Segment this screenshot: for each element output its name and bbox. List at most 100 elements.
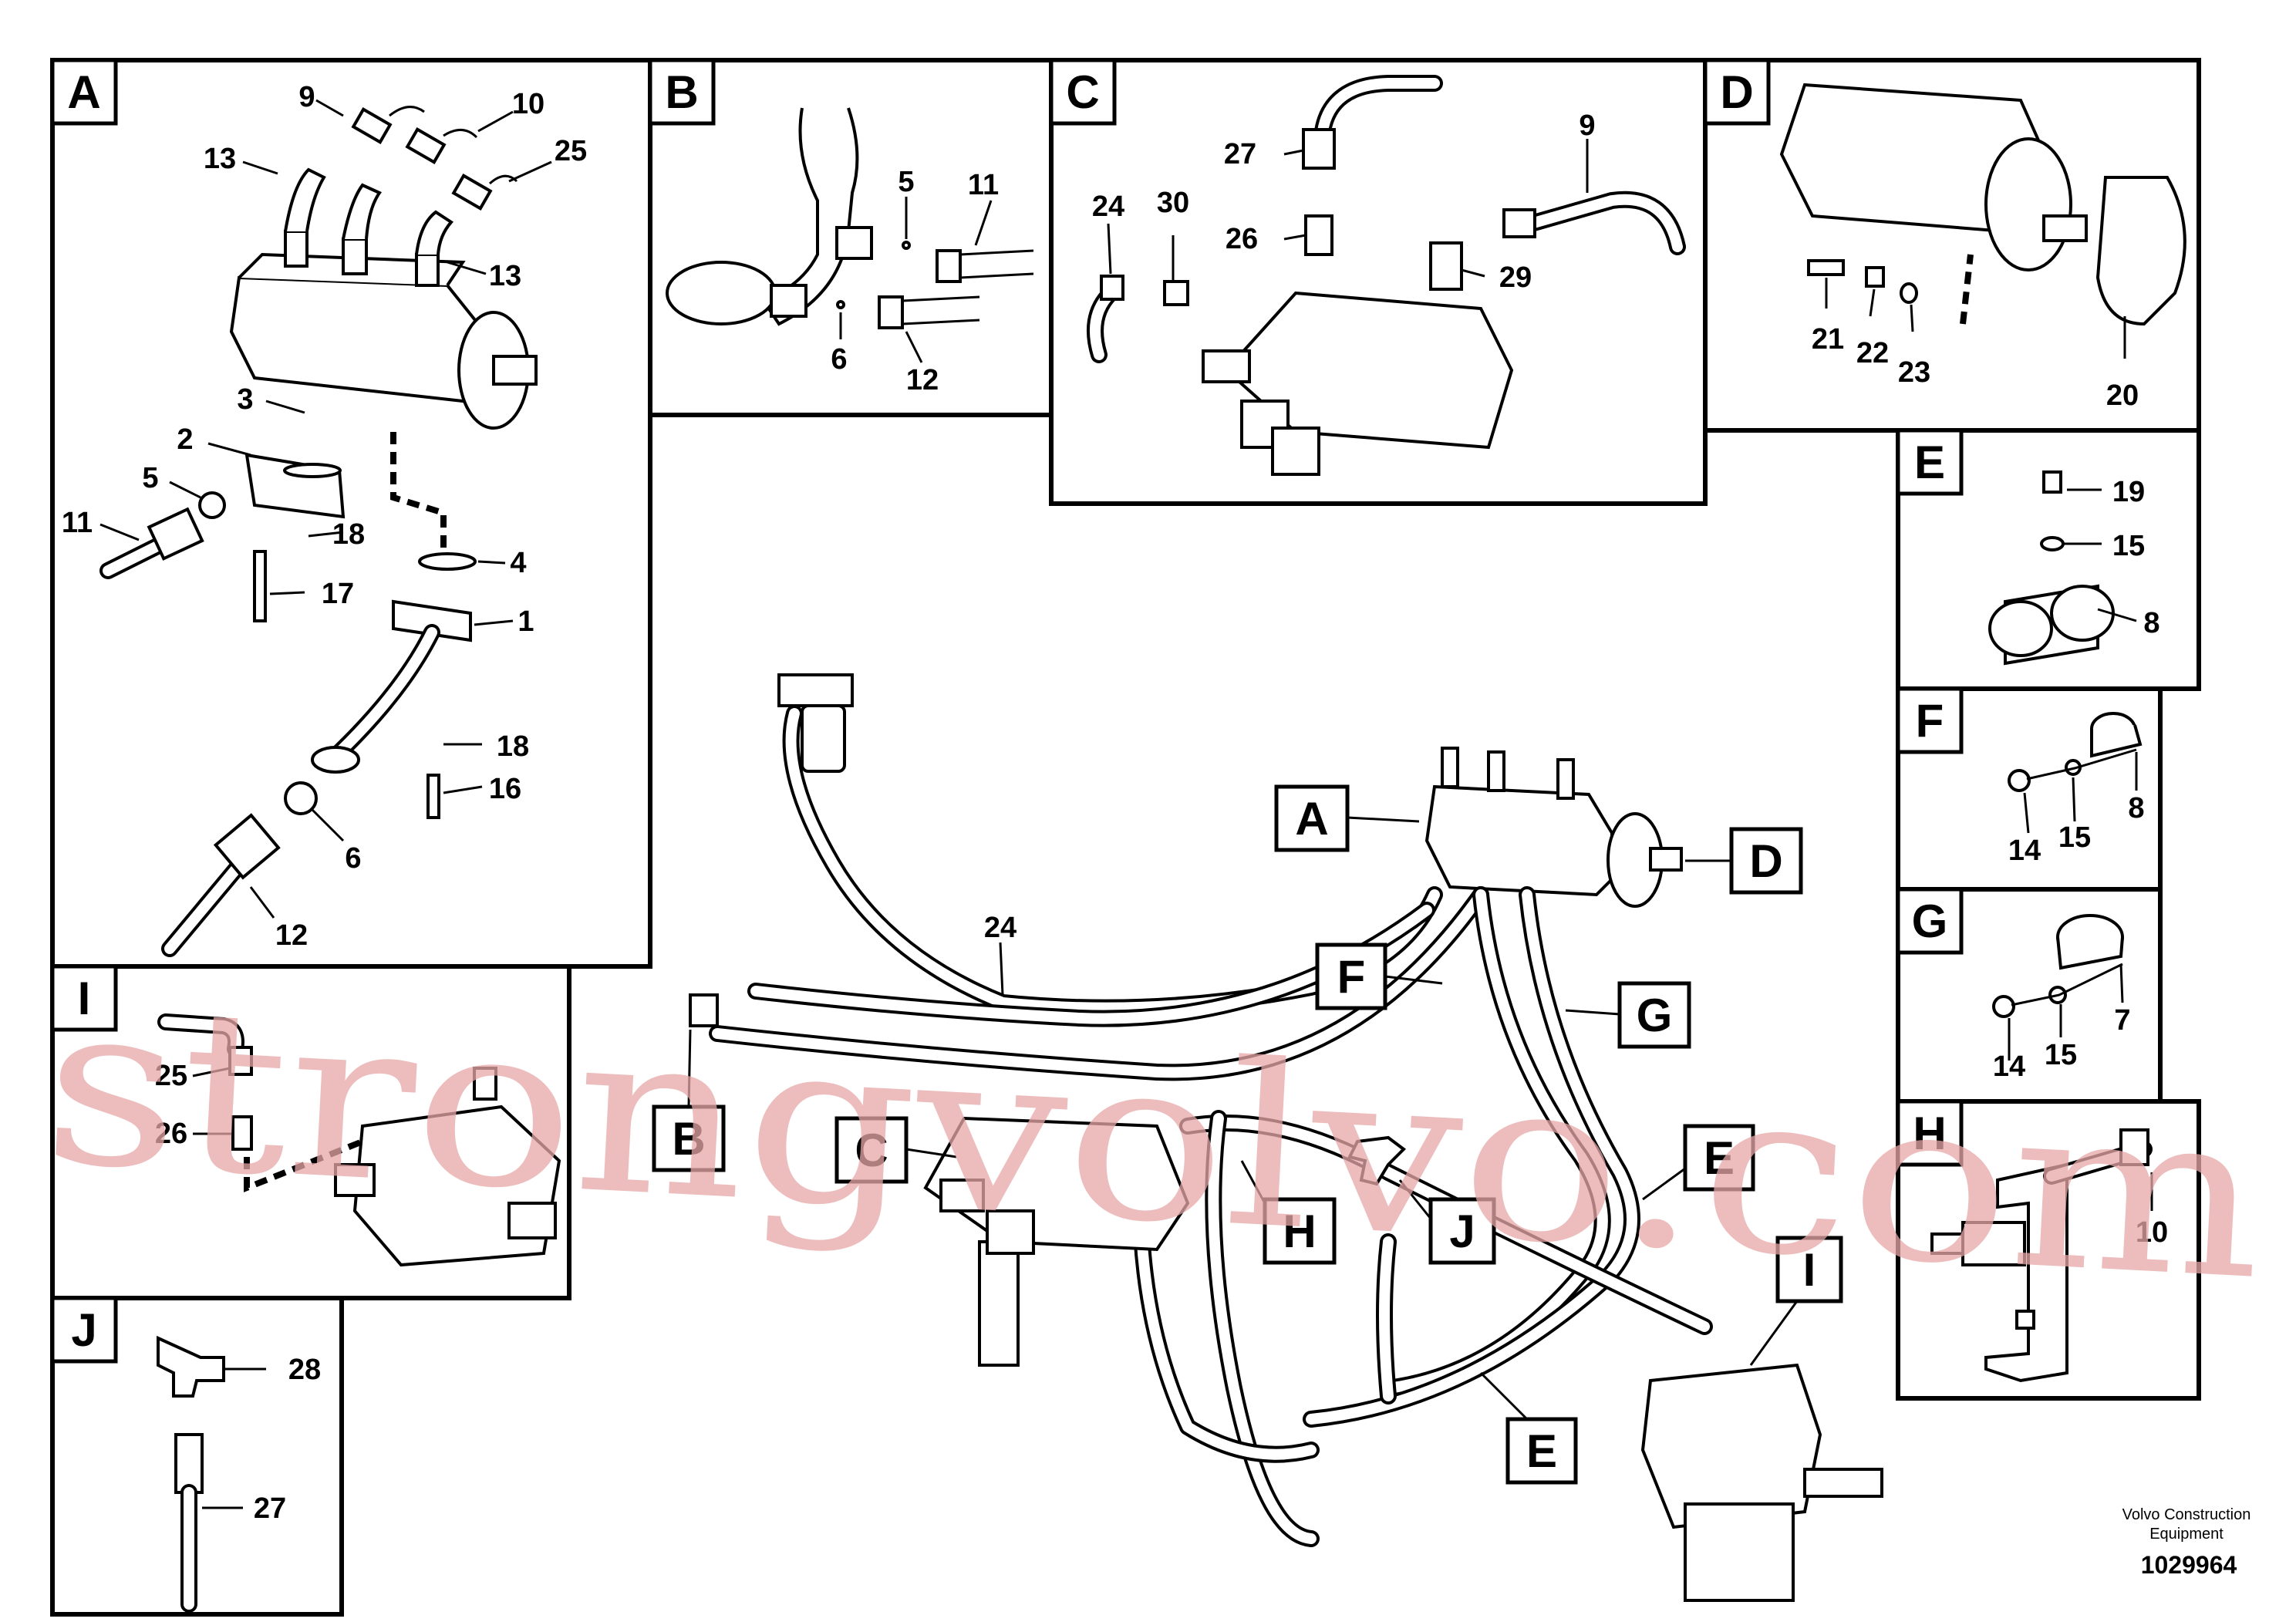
- callout-a-17: 17: [322, 578, 354, 610]
- callout-b-11: 11: [968, 169, 999, 201]
- svg-text:A: A: [67, 66, 100, 118]
- panel-i-tag: I: [50, 964, 118, 1032]
- elbow-pipe: [760, 107, 859, 326]
- bolt-21: [1807, 259, 1845, 276]
- washer-15-e: [2040, 536, 2065, 551]
- svg-text:E: E: [1704, 1132, 1735, 1184]
- panel-i-drawing: [157, 1013, 561, 1267]
- svg-text:F: F: [1916, 695, 1944, 747]
- bolt-19: [2042, 470, 2062, 494]
- main-callout-24: 24: [984, 912, 1017, 996]
- svg-text:C: C: [1066, 66, 1099, 118]
- callout-d-22: 22: [1856, 337, 1889, 369]
- callout-j-27: 27: [254, 1492, 286, 1525]
- svg-text:E: E: [1914, 437, 1945, 488]
- callout-b-6: 6: [831, 343, 847, 376]
- callout-c-24: 24: [1092, 191, 1124, 223]
- svg-text:B: B: [665, 66, 698, 118]
- svg-text:G: G: [1912, 895, 1948, 947]
- panel-f-tag: F: [1896, 686, 1964, 754]
- pilot-bracket-main: [1684, 1502, 1795, 1602]
- panel-b-drawing: [666, 107, 1034, 363]
- callout-a-1: 1: [518, 605, 534, 638]
- callout-i-25: 25: [155, 1060, 187, 1092]
- elbow-fitting-13: [284, 230, 308, 268]
- callout-c-27: 27: [1224, 138, 1256, 170]
- connector-b-main: [689, 993, 719, 1027]
- hose-end-12: [213, 813, 281, 880]
- svg-text:J: J: [71, 1304, 96, 1356]
- panel-g-tag: G: [1896, 887, 1964, 955]
- panel-a-tag: A: [50, 58, 118, 126]
- svg-text:A: A: [1295, 793, 1328, 845]
- main-pump: [1424, 784, 1613, 897]
- washer-22: [1865, 266, 1885, 288]
- adapter-lower: [770, 284, 807, 318]
- callout-g-14: 14: [1993, 1050, 2025, 1083]
- hose-end-9: [351, 107, 393, 144]
- footer-block: Volvo Construction Equipment 1029964: [2122, 1506, 2251, 1579]
- panel-c-tag: C: [1049, 58, 1117, 126]
- callout-a-13b: 13: [489, 260, 521, 292]
- elbow-fitting-mid: [342, 238, 368, 275]
- svg-text:24: 24: [984, 912, 1017, 944]
- bolt-14-g: [1992, 995, 2015, 1018]
- hydraulic-pump: [229, 275, 496, 403]
- callout-c-30: 30: [1157, 187, 1189, 219]
- hose-end-11: [147, 507, 204, 561]
- callout-c-29: 29: [1499, 261, 1532, 294]
- o-ring-4: [418, 552, 477, 571]
- manufacturer-line-1: Volvo Construction: [2122, 1506, 2251, 1523]
- callout-a-18: 18: [332, 518, 365, 551]
- main-label-g: G: [1565, 981, 1691, 1049]
- main-label-c: C: [834, 1116, 957, 1184]
- callout-a-18b: 18: [497, 730, 529, 763]
- main-label-d: D: [1685, 827, 1803, 895]
- callout-f-14: 14: [2008, 835, 2041, 867]
- callout-d-23: 23: [1898, 356, 1930, 389]
- adapter-upper: [835, 226, 873, 260]
- gasket-20: [2095, 176, 2186, 326]
- svg-text:E: E: [1526, 1425, 1557, 1477]
- callout-a-12: 12: [275, 919, 308, 952]
- adapter-26: [1304, 214, 1333, 256]
- panel-j-drawing: [157, 1335, 266, 1613]
- callout-c-26: 26: [1226, 223, 1258, 255]
- panel-h-frame: [1896, 1099, 2201, 1401]
- main-label-b: B: [652, 1029, 726, 1172]
- callout-a-16: 16: [489, 773, 521, 805]
- hose-end-9-c: [1502, 208, 1536, 238]
- pump-shaft: [492, 355, 538, 386]
- hose-end-27-j: [174, 1433, 204, 1494]
- callout-g-15: 15: [2045, 1039, 2077, 1071]
- elbow-29: [1429, 241, 1463, 291]
- svg-text:B: B: [672, 1113, 705, 1165]
- callout-a-6: 6: [345, 842, 361, 875]
- callout-a-4: 4: [510, 547, 526, 579]
- panel-j-frame: [50, 1296, 344, 1617]
- callout-a-5: 5: [142, 462, 158, 494]
- flange-tube-1: [392, 599, 472, 642]
- panel-j-tag: J: [50, 1296, 118, 1364]
- tee-28: [157, 1335, 225, 1398]
- plug-30: [1163, 280, 1189, 306]
- hose-end-25: [451, 174, 493, 211]
- callout-a-11: 11: [62, 507, 93, 539]
- callout-d-20: 20: [2106, 379, 2139, 412]
- hose-end-11-b: [936, 249, 962, 283]
- filter-canister: [801, 704, 846, 773]
- o-ring-23: [1900, 282, 1918, 304]
- callout-f-8: 8: [2128, 792, 2144, 824]
- callout-a-2: 2: [177, 423, 193, 456]
- main-label-i: I: [1749, 1236, 1843, 1366]
- fitting-24-c: [1100, 275, 1124, 301]
- panel-f-drawing: [2008, 712, 2143, 834]
- svg-text:D: D: [1749, 835, 1782, 887]
- hose-end-10: [405, 127, 447, 164]
- callout-i-26: 26: [155, 1118, 187, 1150]
- callout-d-21: 21: [1812, 323, 1844, 356]
- drawing-number: 1029964: [2141, 1551, 2237, 1579]
- panel-e-tag: E: [1896, 428, 1964, 496]
- callout-j-28: 28: [288, 1354, 321, 1386]
